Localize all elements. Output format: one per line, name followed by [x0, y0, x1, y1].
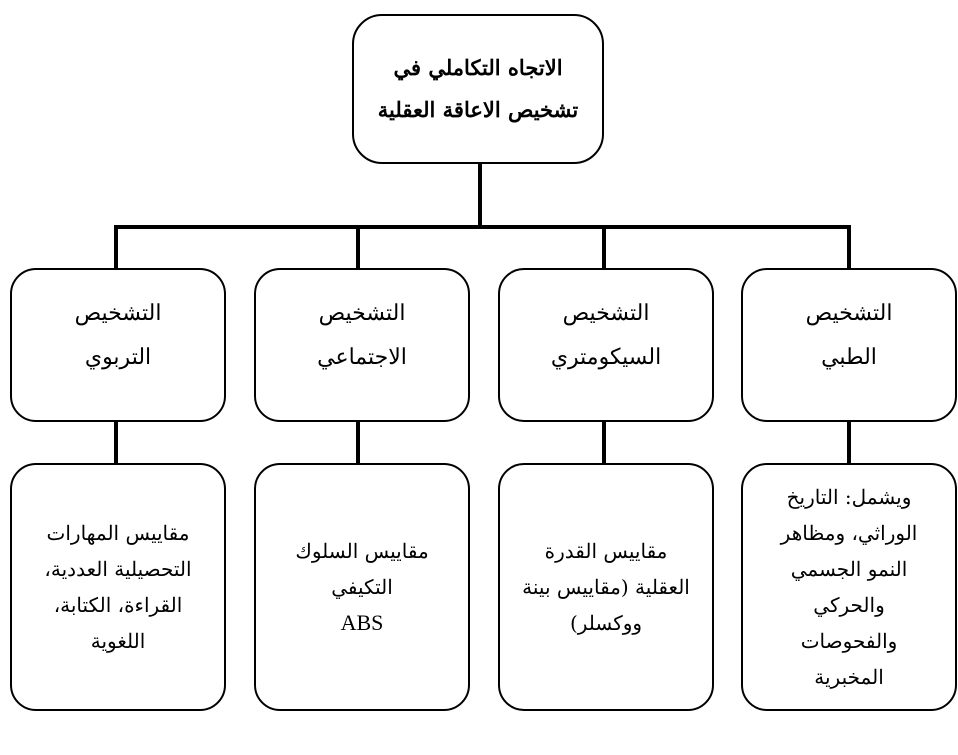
detail-line: مقاييس المهارات	[46, 521, 190, 545]
branch-node-educational: التشخيص التربوي	[10, 268, 226, 422]
detail-line: العقلية (مقاييس بينة	[522, 575, 690, 599]
detail-line-abs: ABS	[340, 610, 384, 635]
detail-line: ووكسلر)	[569, 611, 643, 635]
branch-title-line-2: السيكومتري	[550, 345, 662, 370]
branch-node-social: التشخيص الاجتماعي	[254, 268, 470, 422]
detail-line: المخبرية	[814, 665, 884, 689]
detail-node-social: مقاييس السلوك التكيفي ABS	[254, 463, 470, 711]
branch-title-line-1: التشخيص	[805, 301, 893, 326]
detail-line: التكيفي	[331, 575, 393, 599]
detail-line: مقاييس القدرة	[544, 539, 668, 563]
root-title-line-1: الاتجاه التكاملي في	[393, 55, 563, 80]
detail-line: الوراثي، ومظاهر	[780, 521, 918, 545]
branch-title-line-2: الاجتماعي	[317, 345, 407, 370]
detail-node-medical: ويشمل: التاريخ الوراثي، ومظاهر النمو الج…	[741, 463, 957, 711]
branch-node-psychometric: التشخيص السيكومتري	[498, 268, 714, 422]
detail-line: والحركي	[813, 593, 885, 617]
branch-title-line-1: التشخيص	[74, 301, 162, 326]
detail-node-psychometric: مقاييس القدرة العقلية (مقاييس بينة ووكسل…	[498, 463, 714, 711]
detail-line: النمو الجسمي	[790, 557, 908, 581]
branch-title-line-2: الطبي	[821, 345, 877, 370]
branch-node-medical: التشخيص الطبي	[741, 268, 957, 422]
detail-line: القراءة، الكتابة،	[53, 593, 183, 617]
detail-line: والفحوصات	[800, 629, 898, 653]
branch-title-line-1: التشخيص	[318, 301, 406, 326]
detail-node-educational: مقاييس المهارات التحصيلية العددية، القرا…	[10, 463, 226, 711]
root-title-line-2: تشخيص الاعاقة العقلية	[377, 97, 579, 122]
detail-line: ويشمل: التاريخ	[786, 485, 912, 509]
branch-title-line-2: التربوي	[84, 345, 152, 370]
detail-line: اللغوية	[90, 629, 146, 653]
detail-line: التحصيلية العددية،	[44, 557, 192, 581]
branch-title-line-1: التشخيص	[562, 301, 650, 326]
detail-line: مقاييس السلوك	[295, 539, 429, 563]
root-node: الاتجاه التكاملي في تشخيص الاعاقة العقلي…	[352, 14, 604, 164]
